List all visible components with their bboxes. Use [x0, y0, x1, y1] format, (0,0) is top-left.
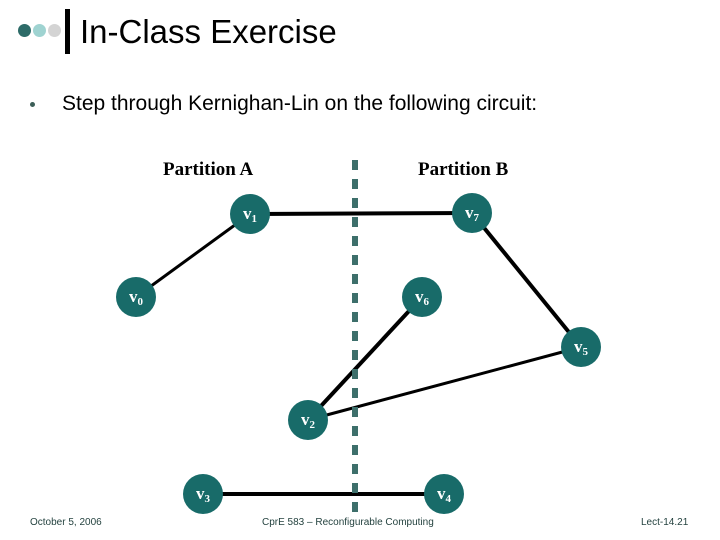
bullet-list-item: Step through Kernighan-Lin on the follow…: [30, 90, 690, 122]
decor-dot-light-icon: [33, 24, 46, 37]
graph-node-label-v2: v2: [301, 409, 315, 431]
graph-edge-v7-v5: [470, 211, 583, 349]
graph-edge-v1-v7: [249, 211, 473, 216]
graph-node-v0[interactable]: v0: [116, 277, 156, 317]
footer-course: CprE 583 – Reconfigurable Computing: [262, 517, 434, 528]
partition-b-label: Partition B: [418, 159, 509, 180]
graph-node-label-v7: v7: [465, 202, 479, 224]
graph-node-v7[interactable]: v7: [452, 193, 492, 233]
graph-node-label-v4: v4: [437, 483, 451, 505]
graph-edge-v5-v2: [307, 345, 582, 422]
partition-a-label: Partition A: [163, 159, 254, 180]
graph-node-label-v3: v3: [196, 483, 210, 505]
bullet-dot-icon: [30, 102, 35, 107]
decor-dot-gray-icon: [48, 24, 61, 37]
title-decor-dots: [18, 24, 70, 38]
graph-node-label-v5: v5: [574, 336, 588, 358]
bullet-item-label: Step through Kernighan-Lin on the follow…: [62, 92, 538, 115]
title-divider-bar: [65, 9, 70, 54]
footer-date: October 5, 2006: [30, 517, 102, 528]
page-title: In-Class Exercise: [80, 13, 337, 50]
graph-edge-v2-v6: [306, 295, 424, 422]
graph-edge-v0-v1: [135, 212, 251, 299]
graph-node-label-v0: v0: [129, 286, 143, 308]
graph-node-v6[interactable]: v6: [402, 277, 442, 317]
graph-node-v2[interactable]: v2: [288, 400, 328, 440]
graph-node-v1[interactable]: v1: [230, 194, 270, 234]
slide-footer: October 5, 2006 CprE 583 – Reconfigurabl…: [0, 517, 720, 533]
graph-node-label-v6: v6: [415, 286, 429, 308]
footer-page-number: Lect-14.21: [641, 517, 689, 528]
decor-dot-dark-icon: [18, 24, 31, 37]
graph-node-v4[interactable]: v4: [424, 474, 464, 514]
graph-node-v3[interactable]: v3: [183, 474, 223, 514]
graph-node-label-v1: v1: [243, 203, 257, 225]
edge-group: [135, 211, 583, 496]
graph-node-v5[interactable]: v5: [561, 327, 601, 367]
